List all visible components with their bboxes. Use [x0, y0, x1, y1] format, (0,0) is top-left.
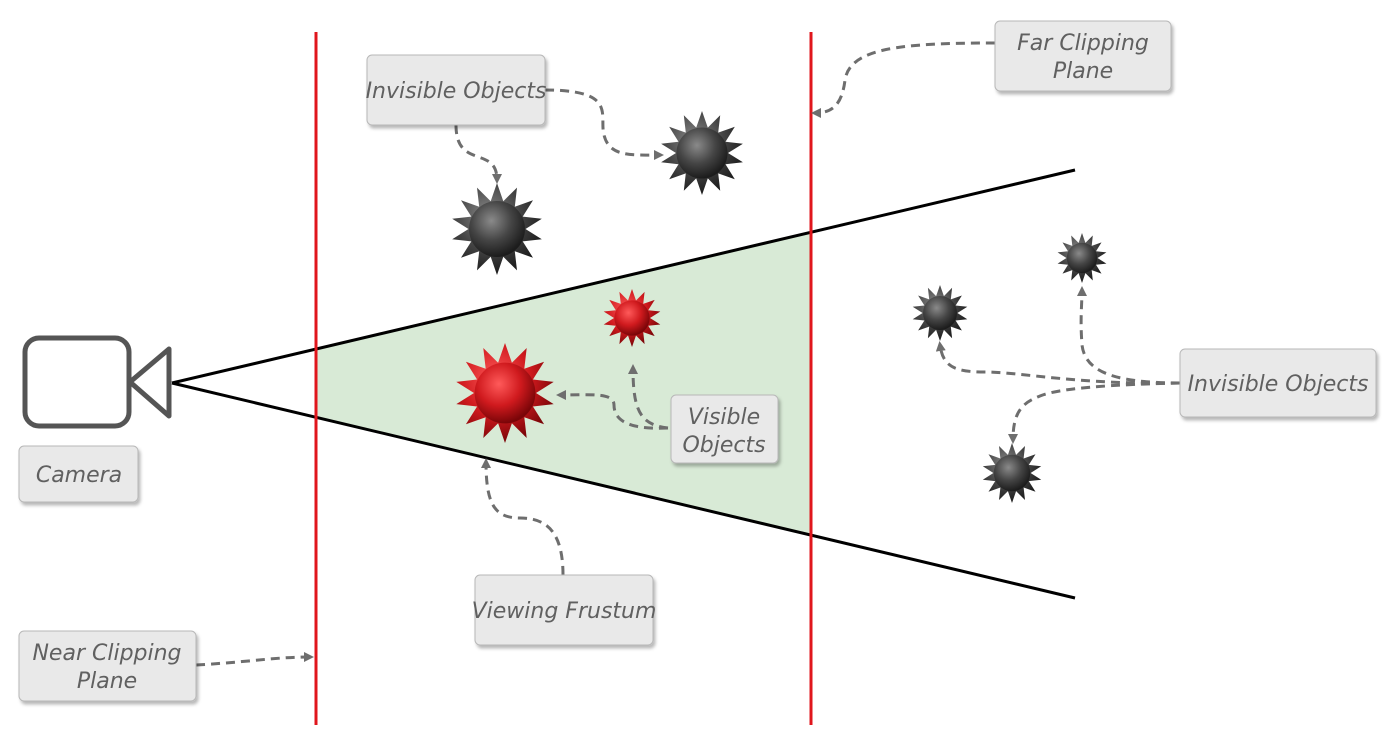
viewing-frustum-region [316, 232, 811, 534]
invisible-object-top-left [452, 183, 542, 275]
arrow-near-plane [195, 652, 314, 667]
label-camera: Camera [18, 445, 139, 503]
frustum-top-edge [171, 168, 1076, 385]
label-near-clipping-plane-line1: Near Clipping [32, 641, 181, 666]
label-visible-objects-line2: Objects [682, 433, 765, 458]
invisible-object-top-right [661, 111, 743, 195]
label-far-clipping-plane-line1: Far Clipping [1017, 31, 1149, 56]
arrow-invisible-top-to-right [544, 88, 664, 161]
label-visible-objects-line1: Visible [688, 405, 760, 430]
label-near-clipping-plane-line2: Plane [77, 669, 137, 694]
invisible-object-right-3 [982, 443, 1042, 503]
camera-icon [22, 335, 172, 429]
frustum-bottom-edge [171, 381, 1076, 600]
label-visible-objects: Visible Objects [670, 394, 779, 464]
label-invisible-objects-right-text: Invisible Objects [1188, 372, 1369, 397]
label-invisible-objects-top: Invisible Objects [366, 54, 547, 126]
arrow-invisible-right-3 [1008, 381, 1181, 444]
label-invisible-objects-top-text: Invisible Objects [366, 79, 547, 104]
arrow-visible-to-large [556, 389, 669, 430]
arrow-frustum [481, 458, 565, 576]
invisible-object-right-2 [912, 285, 968, 341]
visible-object-large [456, 343, 554, 443]
invisible-object-right-1 [1057, 233, 1107, 283]
label-far-clipping-plane: Far Clipping Plane [994, 20, 1172, 92]
arrow-far-plane [811, 41, 996, 118]
label-camera-text: Camera [36, 463, 122, 488]
label-near-clipping-plane: Near Clipping Plane [18, 630, 197, 702]
label-viewing-frustum: Viewing Frustum [472, 574, 657, 646]
label-far-clipping-plane-line2: Plane [1053, 59, 1113, 84]
arrow-invisible-top-to-left [454, 124, 502, 184]
label-viewing-frustum-text: Viewing Frustum [472, 599, 657, 624]
arrow-invisible-right-1 [1076, 286, 1181, 385]
label-invisible-objects-right: Invisible Objects [1179, 348, 1377, 418]
visible-object-small [603, 289, 661, 347]
arrow-visible-to-small [628, 364, 669, 430]
arrow-invisible-right-2 [935, 341, 1181, 385]
